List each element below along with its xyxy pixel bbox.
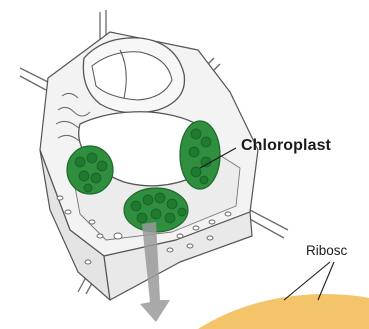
chloroplast-left	[67, 146, 113, 194]
chloroplast-stroma-region	[198, 294, 369, 329]
ribosome-label: Ribosc	[306, 243, 347, 258]
nucleus	[83, 38, 184, 113]
chloroplast-right	[180, 121, 220, 189]
chloroplast-label: Chloroplast	[241, 137, 331, 155]
